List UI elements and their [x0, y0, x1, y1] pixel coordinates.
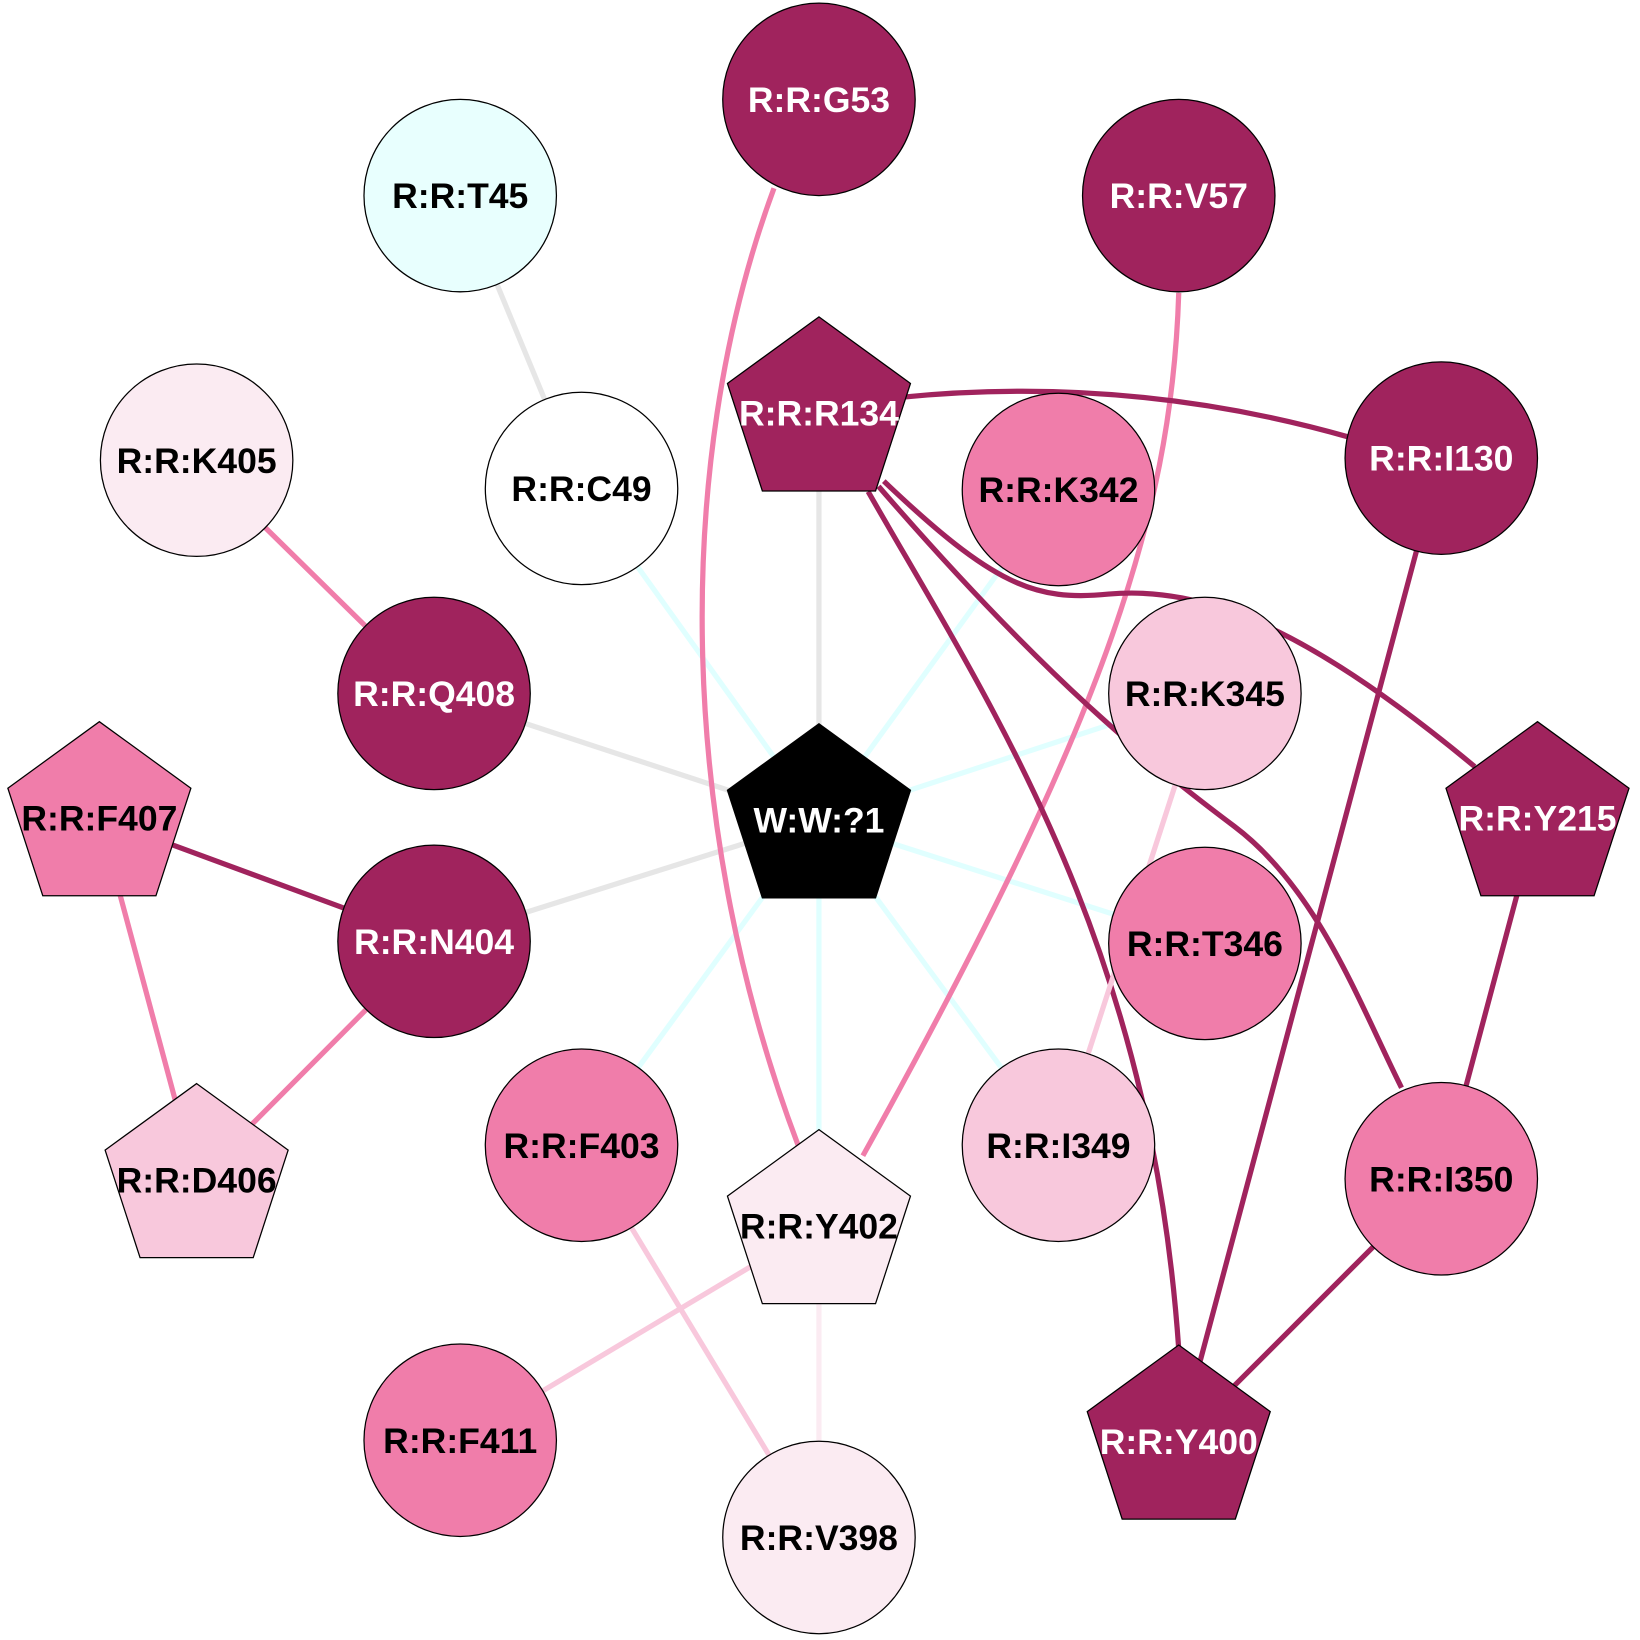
edge-g53-y402: [699, 187, 803, 1152]
node-f407[interactable]: R:R:F407: [7, 720, 192, 897]
edge-r134-y400: [865, 490, 1182, 1350]
node-label: R:R:N404: [354, 922, 514, 962]
node-pentagon: [7, 720, 192, 897]
node-label: R:R:Y400: [1100, 1422, 1258, 1462]
node-circle: [484, 1048, 679, 1243]
node-q408[interactable]: R:R:Q408: [337, 596, 531, 791]
node-n404[interactable]: R:R:N404: [337, 844, 531, 1039]
node-c49[interactable]: R:R:C49: [484, 391, 679, 586]
node-pentagon: [1445, 720, 1630, 897]
node-k345[interactable]: R:R:K345: [1108, 596, 1302, 791]
node-label: R:R:T346: [1127, 924, 1283, 964]
node-label: R:R:F411: [383, 1421, 537, 1461]
node-label: R:R:T45: [392, 176, 528, 216]
node-i349[interactable]: R:R:I349: [961, 1048, 1156, 1243]
node-circle: [722, 2, 916, 197]
node-r134[interactable]: R:R:R134: [726, 316, 912, 492]
node-t45[interactable]: R:R:T45: [363, 98, 558, 293]
node-w1[interactable]: W:W:?1: [726, 722, 912, 899]
node-label: R:R:K342: [978, 470, 1138, 510]
node-circle: [337, 596, 531, 791]
node-label: R:R:I130: [1369, 439, 1513, 479]
node-circle: [363, 98, 558, 293]
node-label: R:R:K405: [117, 441, 277, 481]
node-f403[interactable]: R:R:F403: [484, 1048, 679, 1243]
node-label: R:R:V57: [1110, 176, 1248, 216]
node-circle: [722, 1440, 916, 1635]
node-pentagon: [104, 1082, 289, 1259]
node-label: R:R:Y402: [740, 1206, 898, 1246]
edge-r134-i130: [899, 388, 1350, 440]
node-label: R:R:I349: [986, 1126, 1130, 1166]
edge-r134-i350: [876, 484, 1404, 1089]
node-circle: [99, 363, 294, 558]
edge-r134-y215: [881, 479, 1477, 769]
node-label: R:R:Y215: [1458, 798, 1616, 838]
node-pentagon: [1086, 1344, 1272, 1520]
node-pentagon: [726, 722, 912, 899]
node-label: R:R:F407: [21, 798, 177, 838]
edge-i130-y400: [1176, 457, 1444, 1442]
node-g53[interactable]: R:R:G53: [722, 2, 916, 197]
node-circle: [1344, 361, 1539, 555]
node-v57[interactable]: R:R:V57: [1081, 98, 1276, 293]
node-circle: [1081, 98, 1276, 293]
node-k405[interactable]: R:R:K405: [99, 363, 294, 558]
node-circle: [363, 1343, 558, 1538]
node-label: R:R:I350: [1369, 1159, 1513, 1199]
node-pentagon: [726, 316, 912, 492]
node-circle: [1344, 1081, 1539, 1276]
node-circle: [961, 392, 1156, 587]
node-label: R:R:G53: [748, 80, 890, 120]
node-label: R:R:R134: [739, 394, 899, 434]
node-circle: [1108, 596, 1302, 791]
node-label: R:R:Q408: [353, 674, 515, 714]
node-i130[interactable]: R:R:I130: [1344, 361, 1539, 555]
node-label: R:R:C49: [511, 469, 651, 509]
node-circle: [1108, 846, 1302, 1041]
node-d406[interactable]: R:R:D406: [104, 1082, 289, 1259]
node-label: R:R:K345: [1125, 674, 1285, 714]
node-circle: [337, 844, 531, 1039]
node-circle: [961, 1048, 1156, 1243]
node-label: W:W:?1: [753, 801, 884, 841]
node-y402[interactable]: R:R:Y402: [726, 1128, 912, 1305]
node-label: R:R:V398: [740, 1518, 898, 1558]
node-y400[interactable]: R:R:Y400: [1086, 1344, 1272, 1520]
node-y215[interactable]: R:R:Y215: [1445, 720, 1630, 897]
node-circle: [484, 391, 679, 586]
node-f411[interactable]: R:R:F411: [363, 1343, 558, 1538]
node-t346[interactable]: R:R:T346: [1108, 846, 1302, 1041]
node-i350[interactable]: R:R:I350: [1344, 1081, 1539, 1276]
node-pentagon: [726, 1128, 912, 1305]
node-v398[interactable]: R:R:V398: [722, 1440, 916, 1635]
node-label: R:R:F403: [504, 1126, 660, 1166]
edge-v57-y402: [860, 292, 1182, 1158]
nodes-layer: R:R:G53R:R:V57R:R:T45R:R:K405R:R:C49R:R:…: [7, 2, 1630, 1635]
node-label: R:R:D406: [117, 1160, 277, 1200]
node-k342[interactable]: R:R:K342: [961, 392, 1156, 587]
